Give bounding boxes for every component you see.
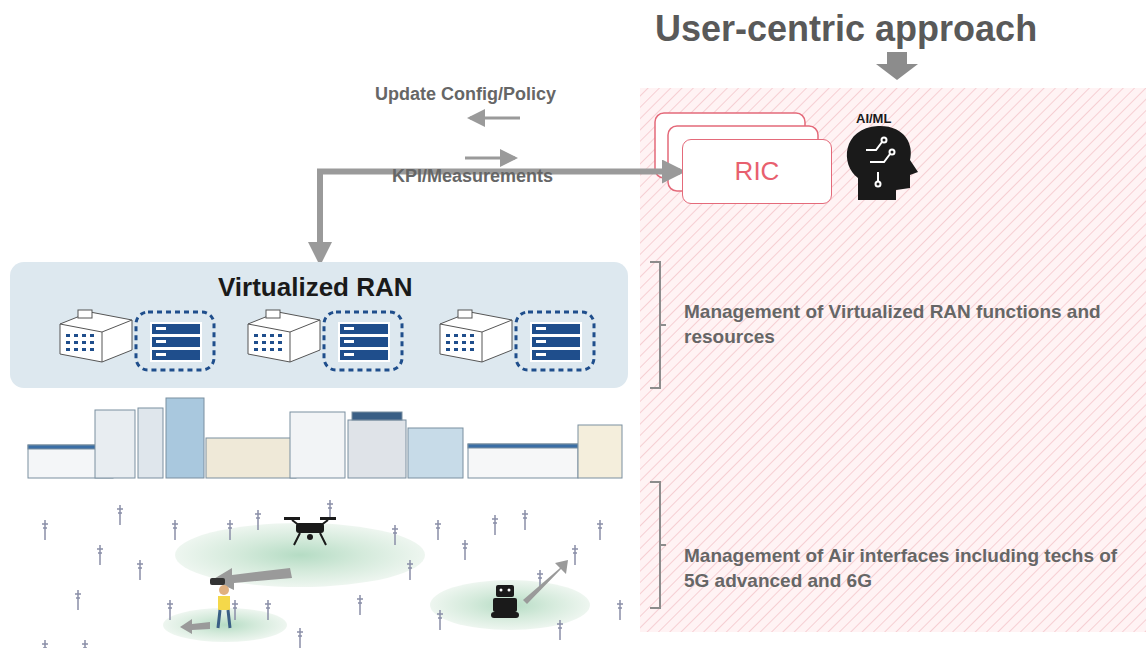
title: User-centric approach [655,8,1037,50]
edge-label: Update Config/Policy [375,84,556,105]
icon-label: AI/ML [856,111,891,126]
management-note: Management of Virtualized RAN functions … [684,300,1142,349]
panel [640,88,1146,632]
node-label: RIC [735,156,780,187]
edge-note: KPI/Measurements [392,166,553,187]
ran-band: Virtualized RAN [10,262,628,388]
ric-box: RIC [682,139,832,204]
node-label: Virtualized RAN [218,272,413,303]
management-note: Management of Air interfaces including t… [684,544,1142,593]
